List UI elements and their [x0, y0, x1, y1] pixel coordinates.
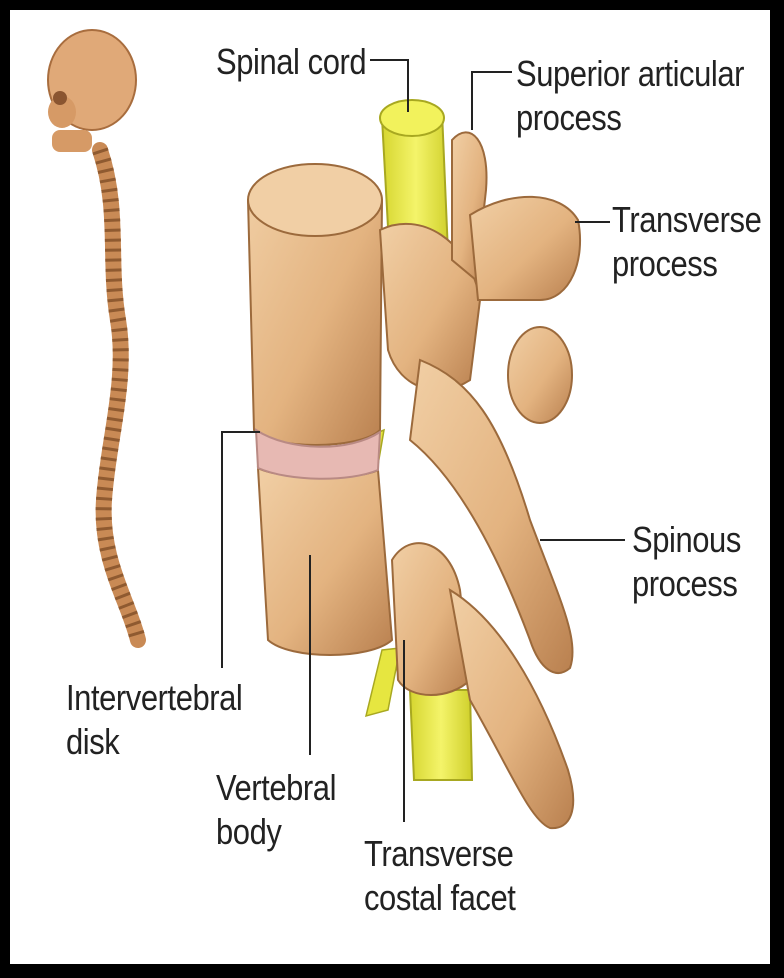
label-superior-articular-line2: process — [516, 97, 622, 138]
leader-lines — [221, 59, 625, 822]
lower-vertebral-arch — [390, 542, 575, 830]
leader-intervertebral-disk — [221, 431, 260, 668]
label-superior-articular-process: Superior articular process — [516, 52, 744, 140]
label-transverse-process: Transverse process — [612, 198, 762, 286]
label-transverse-costal-facet-line1: Transverse — [364, 833, 514, 874]
leader-spinal-cord — [370, 59, 409, 112]
label-intervertebral-disk: Intervertebral disk — [66, 676, 243, 764]
intervertebral-disk — [254, 428, 382, 480]
skeleton-icon — [47, 29, 146, 648]
label-vertebral-body: Vertebral body — [216, 766, 336, 854]
label-transverse-process-line1: Transverse — [612, 199, 762, 240]
vertebral-body — [246, 163, 394, 656]
label-transverse-costal-facet-line2: costal facet — [364, 877, 516, 918]
label-spinous-process: Spinous process — [632, 518, 741, 606]
label-spinal-cord: Spinal cord — [216, 40, 367, 84]
label-spinal-cord-text: Spinal cord — [216, 41, 367, 82]
label-vertebral-body-line1: Vertebral — [216, 767, 337, 808]
leader-superior-articular — [471, 71, 512, 130]
label-spinous-process-line1: Spinous — [632, 519, 741, 560]
label-spinous-process-line2: process — [632, 563, 738, 604]
label-intervertebral-disk-line2: disk — [66, 721, 120, 762]
label-transverse-process-line2: process — [612, 243, 718, 284]
label-intervertebral-disk-line1: Intervertebral — [66, 677, 243, 718]
label-transverse-costal-facet: Transverse costal facet — [364, 832, 516, 920]
label-vertebral-body-line2: body — [216, 811, 282, 852]
vertebral-arch — [378, 131, 582, 674]
label-superior-articular-line1: Superior articular — [516, 53, 745, 94]
